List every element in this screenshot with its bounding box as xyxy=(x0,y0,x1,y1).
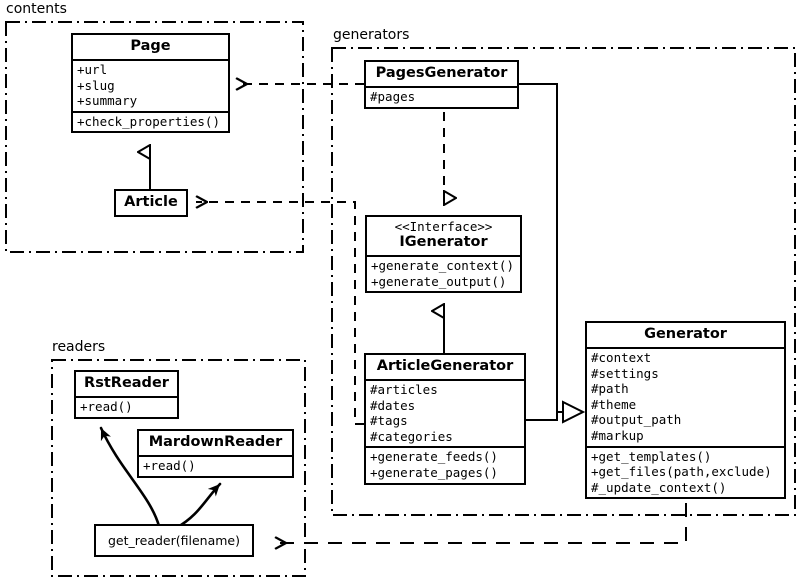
relation-pagesgenerator-generalizes-generator xyxy=(519,83,568,413)
class-name-article-generator: ArticleGenerator xyxy=(376,358,514,374)
attribute-item: #theme xyxy=(591,396,637,412)
method-item: +read() xyxy=(143,458,196,473)
relation-generator-uses-get-reader xyxy=(275,503,687,543)
attribute-item: +url xyxy=(77,62,108,77)
class-name-igenerator: IGenerator xyxy=(399,234,488,250)
class-name-generator: Generator xyxy=(644,326,727,342)
attribute-item: #dates xyxy=(370,397,416,413)
function-name-get-reader: get_reader(filename) xyxy=(108,533,240,548)
class-name-article: Article xyxy=(124,194,178,210)
class-box-mardown-reader[interactable]: MardownReader +read() xyxy=(137,429,294,478)
class-box-page[interactable]: Page +url +slug +summary +check_properti… xyxy=(71,33,230,134)
class-attributes-pages-generator: #pages xyxy=(366,86,517,107)
attribute-item: +summary xyxy=(77,93,138,109)
class-methods-mardown-reader: +read() xyxy=(139,455,292,476)
class-box-article[interactable]: Article xyxy=(114,189,188,217)
class-stereotype-igenerator: <<Interface>> xyxy=(394,219,493,234)
class-methods-page: +check_properties() xyxy=(73,110,228,132)
class-attributes-page: +url +slug +summary xyxy=(73,59,228,111)
attribute-item: #markup xyxy=(591,427,644,443)
class-name-pages-generator: PagesGenerator xyxy=(375,65,508,81)
class-name-mardown-reader: MardownReader xyxy=(148,434,283,450)
function-box-get-reader[interactable]: get_reader(filename) xyxy=(94,524,254,557)
relation-articlegenerator-generalizes-generator xyxy=(526,400,586,424)
attribute-item: #pages xyxy=(370,89,416,104)
relation-get-reader-creates-mardownreader xyxy=(174,482,222,530)
class-name-rst-reader: RstReader xyxy=(84,375,169,391)
method-item: +generate_pages() xyxy=(370,464,498,480)
package-label-readers: readers xyxy=(52,339,106,355)
attribute-item: +slug xyxy=(77,77,115,93)
method-item: +read() xyxy=(80,399,133,414)
method-item: +generate_feeds() xyxy=(370,449,498,465)
attribute-item: #path xyxy=(591,381,629,397)
attribute-item: #context xyxy=(591,350,652,365)
package-label-generators: generators xyxy=(333,27,410,43)
package-label-contents: contents xyxy=(6,1,67,17)
class-box-article-generator[interactable]: ArticleGenerator #articles #dates #tags … xyxy=(364,353,526,485)
class-attributes-article-generator: #articles #dates #tags #categories xyxy=(366,379,524,446)
class-box-generator[interactable]: Generator #context #settings #path #them… xyxy=(585,321,786,500)
class-methods-article-generator: +generate_feeds() +generate_pages() xyxy=(366,446,524,482)
class-box-igenerator[interactable]: <<Interface>> IGenerator +generate_conte… xyxy=(365,215,522,294)
class-methods-rst-reader: +read() xyxy=(76,396,177,417)
method-item: +generate_output() xyxy=(371,273,507,289)
method-item: +get_templates() xyxy=(591,448,712,464)
class-methods-igenerator: +generate_context() +generate_output() xyxy=(367,255,520,291)
attribute-item: #output_path xyxy=(591,412,682,428)
attribute-item: #tags xyxy=(370,413,408,429)
method-item: +check_properties() xyxy=(77,113,220,129)
class-box-rst-reader[interactable]: RstReader +read() xyxy=(74,370,179,419)
class-attributes-generator: #context #settings #path #theme #output_… xyxy=(587,347,784,446)
attribute-item: #categories xyxy=(370,428,453,444)
relation-articlegenerator-uses-article xyxy=(196,202,364,425)
method-item: +get_files(path,exclude) xyxy=(591,464,772,480)
class-methods-generator: +get_templates() +get_files(path,exclude… xyxy=(587,445,784,498)
class-name-page: Page xyxy=(130,38,171,54)
attribute-item: #articles xyxy=(370,382,438,397)
method-item: +generate_context() xyxy=(371,258,514,273)
class-box-pages-generator[interactable]: PagesGenerator #pages xyxy=(364,60,519,109)
attribute-item: #settings xyxy=(591,365,659,381)
method-item: #_update_context() xyxy=(591,479,727,495)
